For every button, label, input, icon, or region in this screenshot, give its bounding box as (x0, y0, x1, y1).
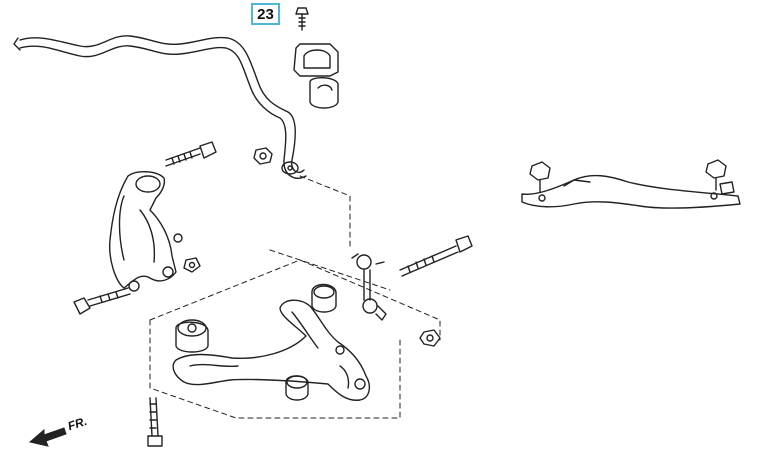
front-direction-arrow-icon (28, 427, 67, 447)
rear-bushing (285, 375, 309, 401)
knuckle-nut (183, 257, 201, 273)
link-bolt (399, 235, 473, 277)
stabilizer-nut (253, 147, 273, 165)
knuckle-bolt-upper (165, 141, 217, 167)
front-bushing (175, 319, 209, 353)
compliance-bushing-upper (311, 283, 337, 313)
knuckle-bolt-lower (73, 287, 131, 315)
bolt-part-23 (295, 7, 309, 31)
lower-control-arm (172, 299, 371, 401)
stabilizer-bushing (293, 43, 339, 109)
callout-23[interactable]: 23 (251, 3, 280, 25)
stabilizer-link (351, 253, 387, 321)
steering-knuckle (108, 171, 183, 292)
stabilizer-bar (13, 35, 307, 179)
lower-arm-nut (419, 329, 441, 347)
subframe-stiffener (521, 174, 741, 209)
stiffener-bolts (529, 159, 735, 195)
lower-arm-bolt (147, 397, 163, 447)
